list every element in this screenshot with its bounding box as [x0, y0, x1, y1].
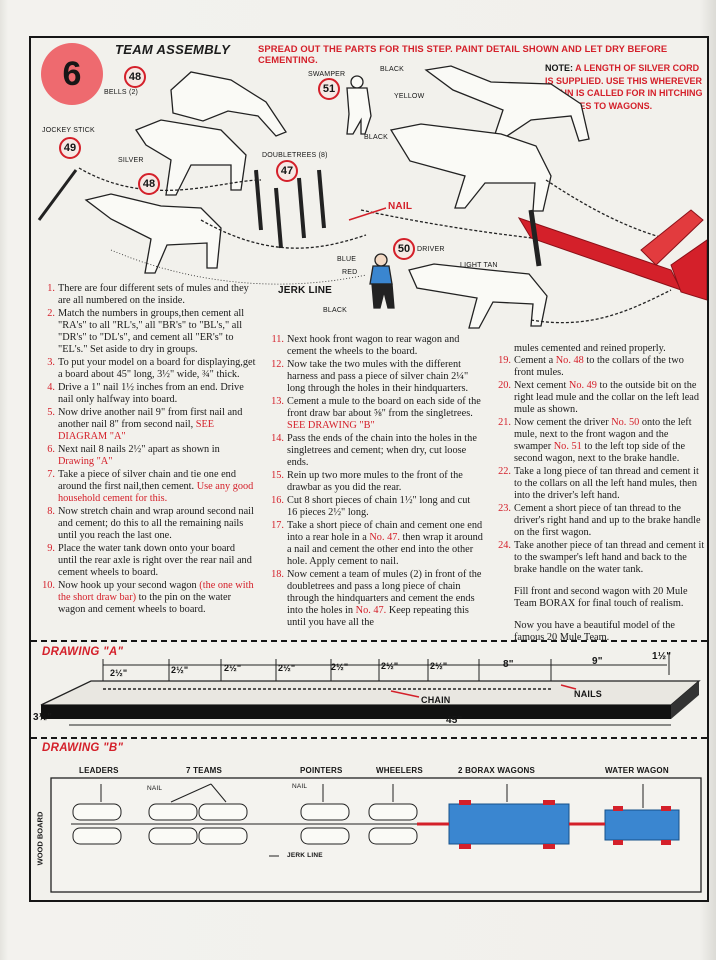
step-item: 11.Next hook front wagon to rear wagon a…: [271, 334, 460, 357]
drawing-a-board: [40, 653, 701, 726]
mule-left-mid: [135, 119, 247, 196]
part-48-silver: 48: [138, 173, 160, 195]
label-pointers: POINTERS: [300, 766, 343, 775]
step-item: 13.Cement a mule to the board on each si…: [271, 396, 481, 431]
drawing-a-title: DRAWING "A": [42, 646, 124, 658]
label-nail-b2: NAIL: [292, 783, 308, 790]
closing-text-2: Now you have a beautiful model of the fa…: [514, 620, 675, 643]
label-black-pants: BLACK: [364, 134, 388, 141]
label-length: 45": [446, 715, 463, 726]
mule-right-mid: [389, 123, 552, 212]
label-jerk-line: JERK LINE: [278, 285, 333, 296]
label-nail: NAIL: [388, 201, 413, 212]
drawing-b-layout: [50, 777, 702, 893]
step-item: 15.Rein up two more mules to the front o…: [271, 470, 463, 493]
step-item: 9.Place the water tank down onto your bo…: [47, 543, 252, 578]
steps-column-3: mules cemented and reined properly. 19.C…: [494, 343, 706, 644]
step-item: 1.There are four different sets of mules…: [47, 283, 249, 306]
dim-a-5: 2½": [331, 662, 349, 672]
dim-a-4: 2½": [278, 663, 296, 673]
closing-text-1: Fill front and second wagon with 20 Mule…: [514, 586, 688, 609]
mule-left-lower: [84, 193, 222, 274]
label-nail-b1: NAIL: [147, 785, 163, 792]
label-red: RED: [342, 269, 358, 276]
step-instruction: SPREAD OUT THE PARTS FOR THIS STEP. PAIN…: [258, 43, 668, 65]
step-item: 24.Take another piece of tan thread and …: [498, 540, 705, 575]
dim-a-1: 2½": [110, 668, 128, 678]
label-swamper: SWAMPER: [308, 71, 346, 78]
label-driver: DRIVER: [417, 246, 445, 253]
dim-a-8: 8": [503, 659, 514, 670]
label-width: 3½": [33, 712, 53, 723]
team-assembly-illustration: [37, 65, 707, 329]
label-black-boots: BLACK: [323, 307, 347, 314]
step-item: 2.Match the numbers in groups,then cemen…: [47, 308, 245, 355]
part-50-driver: 50: [393, 238, 415, 260]
dim-a-7: 2½": [430, 661, 448, 671]
step-item: 5.Now drive another nail 9" from first n…: [47, 407, 243, 442]
dim-a-9: 9": [592, 656, 603, 667]
label-wheelers: WHEELERS: [376, 766, 423, 775]
label-doubletrees: DOUBLETREES (8): [262, 152, 328, 159]
swamper-figure: [346, 87, 372, 135]
label-jerk-line-b: JERK LINE: [287, 852, 323, 859]
step-item: 12.Now take the two mules with the diffe…: [271, 359, 469, 394]
divider-dashed-b: [31, 737, 707, 739]
label-light-tan: LIGHT TAN: [460, 262, 498, 269]
label-yellow: YELLOW: [394, 93, 425, 100]
mule-top-left: [170, 71, 287, 137]
step-item: 19.Cement a No. 48 to the collars of the…: [498, 355, 684, 378]
step-item: 4.Drive a 1" nail 1½ inches from an end.…: [47, 382, 244, 405]
step-item: 18.Now cement a team of mules (2) in fro…: [271, 569, 482, 628]
step-item: 3.To put your model on a board for displ…: [47, 357, 256, 380]
label-jockey-stick: JOCKEY STICK: [42, 127, 95, 134]
label-water-wagon: WATER WAGON: [605, 766, 669, 775]
step-number-badge: 6: [41, 43, 103, 105]
step-item: 10.Now hook up your second wagon (the on…: [42, 580, 254, 615]
col3-lead: mules cemented and reined properly.: [514, 343, 666, 354]
part-47-doubletrees: 47: [276, 160, 298, 182]
step-item: 23.Cement a short piece of tan thread to…: [498, 503, 701, 538]
step-item: 7.Take a piece of silver chain and tie o…: [47, 469, 254, 504]
step-title: TEAM ASSEMBLY: [115, 42, 231, 57]
label-blue: BLUE: [337, 256, 357, 263]
step-item: 17.Take a short piece of chain and cemen…: [271, 520, 483, 567]
driver-figure: [369, 265, 393, 285]
dim-a-3: 2½": [224, 663, 242, 673]
doubletrees: [254, 169, 326, 249]
dim-a-6: 2½": [381, 661, 399, 671]
label-bells: BELLS (2): [104, 89, 139, 96]
red-wagon-tongue: [517, 209, 707, 301]
note-box: NOTE: A LENGTH OF SILVER CORD IS SUPPLIE…: [545, 62, 707, 112]
step-item: 22.Take a long piece of tan thread and c…: [498, 466, 699, 501]
mule-right-lower: [408, 263, 548, 329]
label-silver: SILVER: [118, 157, 144, 164]
step-item: 8.Now stretch chain and wrap around seco…: [47, 506, 254, 541]
dim-a-2: 2½": [171, 665, 189, 675]
step-item: 16.Cut 8 short pieces of chain 1½" long …: [271, 495, 471, 518]
step-item: 20.Next cement No. 49 to the outside bit…: [498, 380, 699, 415]
label-7-teams: 7 TEAMS: [186, 766, 223, 775]
steps-column-2: 11.Next hook front wagon to rear wagon a…: [267, 334, 483, 630]
label-borax-wagons: 2 BORAX WAGONS: [458, 766, 536, 775]
wood-board-label: WOOD BOARD: [35, 811, 45, 866]
divider-dashed-a: [31, 640, 707, 642]
part-49-jockey-stick: 49: [59, 137, 81, 159]
label-leaders: LEADERS: [79, 766, 119, 775]
drawing-b-title: DRAWING "B": [42, 742, 124, 754]
label-nails: NAILS: [574, 689, 602, 699]
mule-top-right: [424, 65, 590, 142]
step-item: 6.Next nail 8 nails 2½" apart as shown i…: [47, 444, 220, 467]
step-item: 21.Now cement the driver No. 50 onto the…: [498, 417, 692, 464]
label-black-hat: BLACK: [380, 66, 404, 73]
note-text: A LENGTH OF SILVER CORD IS SUPPLIED. USE…: [545, 63, 703, 111]
steps-column-1: 1.There are four different sets of mules…: [38, 283, 256, 617]
step-item: 14.Pass the ends of the chain into the h…: [271, 433, 477, 468]
note-label: NOTE:: [545, 63, 573, 73]
dim-a-10: 1½": [652, 651, 672, 662]
part-48-bells: 48: [124, 66, 146, 88]
part-51-swamper: 51: [318, 78, 340, 100]
label-chain: CHAIN: [421, 695, 451, 705]
